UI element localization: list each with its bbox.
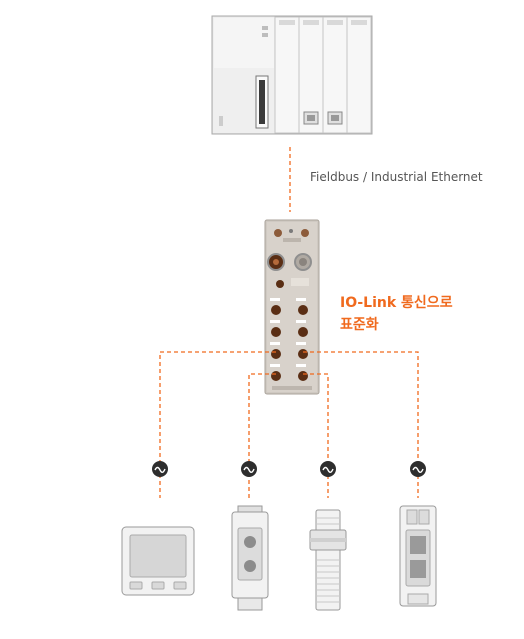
- io-link-port-icon: [241, 461, 257, 477]
- io-link-master: [264, 219, 320, 395]
- fieldbus-label: Fieldbus / Industrial Ethernet: [310, 170, 483, 184]
- io-link-port-icon: [410, 461, 426, 477]
- io-link-label-line2: 표준화: [340, 317, 379, 333]
- io-link-wiring: [159, 351, 419, 498]
- optical-sensor: [399, 505, 437, 607]
- io-link-label-line1: IO-Link 통신으로: [340, 295, 453, 311]
- io-link-port-icon: [320, 461, 336, 477]
- io-link-label: IO-Link 통신으로 표준화: [340, 292, 453, 336]
- inductive-sensor: [309, 509, 347, 611]
- hmi-display: [121, 526, 195, 596]
- io-link-port-icon: [152, 461, 168, 477]
- photoelectric-sensor: [231, 505, 269, 611]
- plc-controller: [211, 15, 373, 135]
